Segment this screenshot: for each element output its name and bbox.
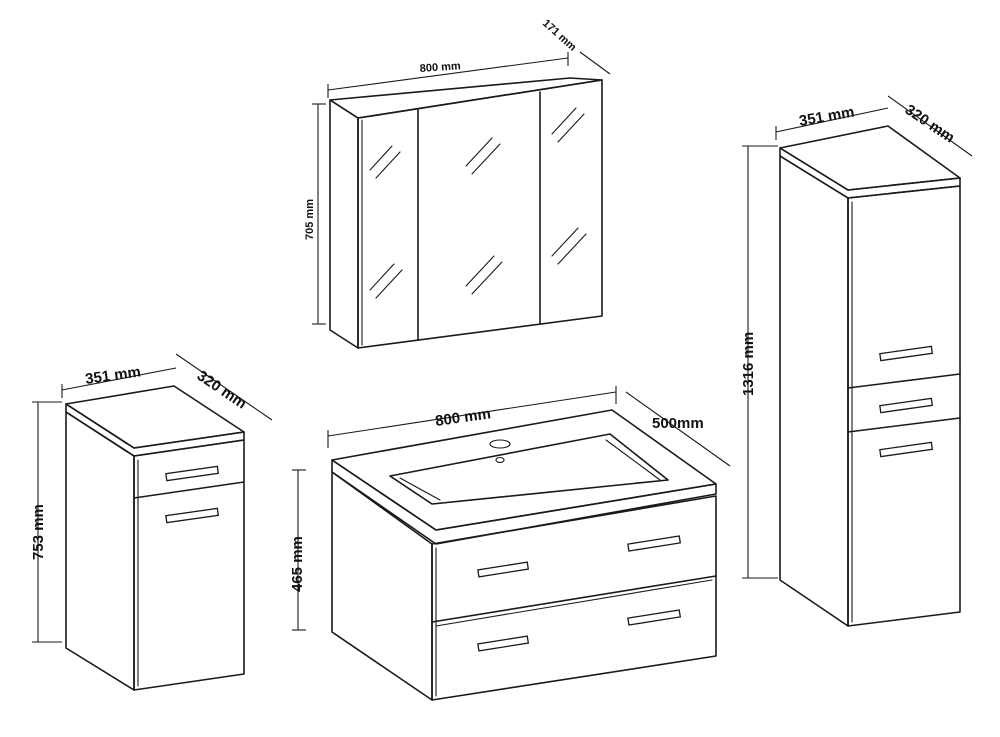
mirror-height-label: 705 mm: [304, 199, 316, 240]
low-cabinet-height-dimension: 753 mm: [30, 401, 62, 643]
tall-cabinet-side: [779, 155, 849, 627]
mirror-cabinet-side: [329, 99, 359, 349]
vanity-height-dimension: 465 mm: [289, 469, 306, 631]
vanity-top-drawer-handle-2[interactable]: [627, 535, 682, 552]
tall-cabinet-divider-2: [847, 417, 961, 433]
tall-cabinet: 351 mm 320 mm 1316 mm: [740, 95, 973, 627]
vanity-front: [431, 495, 717, 701]
low-cabinet-width-label: 351 mm: [84, 363, 142, 388]
low-cabinet-drawer-handle[interactable]: [165, 465, 220, 482]
low-cabinet-width-dimension: 351 mm: [61, 363, 177, 398]
vanity-height-label: 465 mm: [289, 536, 306, 592]
low-cabinet: 351 mm 320 mm 753 mm: [30, 353, 273, 691]
mirror-width-dimension: 800 mm: [327, 52, 569, 98]
low-cabinet-depth-dimension: 320 mm: [175, 353, 273, 421]
vanity-bottom-drawer-handle-1[interactable]: [477, 635, 530, 652]
drain-hole: [495, 456, 505, 464]
mirror-depth-label: 171 mm: [540, 17, 579, 53]
tall-cabinet-lower-door-handle[interactable]: [879, 441, 934, 458]
tall-cabinet-drawer-handle[interactable]: [879, 397, 934, 414]
vanity-top-drawer-handle-1[interactable]: [477, 561, 530, 578]
mirror-reflection-marks: [369, 107, 587, 299]
tall-cabinet-height-dimension: 1316 mm: [740, 145, 778, 579]
vanity-basin-rim: [389, 433, 669, 505]
tall-cabinet-upper-door-handle[interactable]: [879, 345, 934, 362]
vanity-bottom-drawer-handle-2[interactable]: [627, 609, 682, 626]
mirror-width-label: 800 mm: [419, 60, 461, 75]
tap-hole: [489, 439, 511, 449]
low-cabinet-depth-label: 320 mm: [194, 367, 250, 412]
tall-cabinet-depth-dimension: 320 mm: [887, 95, 973, 157]
vanity-depth-label: 500mm: [652, 415, 704, 432]
tall-cabinet-front: [847, 185, 961, 627]
mirror-cabinet: 800 mm 171 mm 705 mm: [304, 17, 611, 349]
tall-cabinet-width-dimension: 351 mm: [775, 103, 889, 140]
tall-cabinet-height-label: 1316 mm: [740, 332, 757, 396]
tall-cabinet-divider-1: [847, 373, 961, 389]
tall-cabinet-depth-label: 320 mm: [902, 101, 958, 146]
low-cabinet-drawer-divider: [133, 481, 245, 499]
mirror-cabinet-front: [357, 79, 603, 349]
mirror-height-dimension: 705 mm: [304, 103, 326, 325]
mirror-depth-dimension: 171 mm: [540, 17, 611, 75]
tall-cabinet-width-label: 351 mm: [798, 103, 856, 129]
low-cabinet-door-handle[interactable]: [165, 507, 220, 524]
vanity-depth-dimension: 500mm: [625, 391, 731, 467]
vanity-width-label: 800 mm: [434, 405, 492, 430]
low-cabinet-side: [65, 411, 135, 691]
vanity-unit: 800 mm 500mm 465 mm: [289, 386, 731, 701]
vanity-drawer-divider: [431, 575, 717, 623]
low-cabinet-height-label: 753 mm: [30, 504, 47, 560]
low-cabinet-front: [133, 439, 245, 691]
